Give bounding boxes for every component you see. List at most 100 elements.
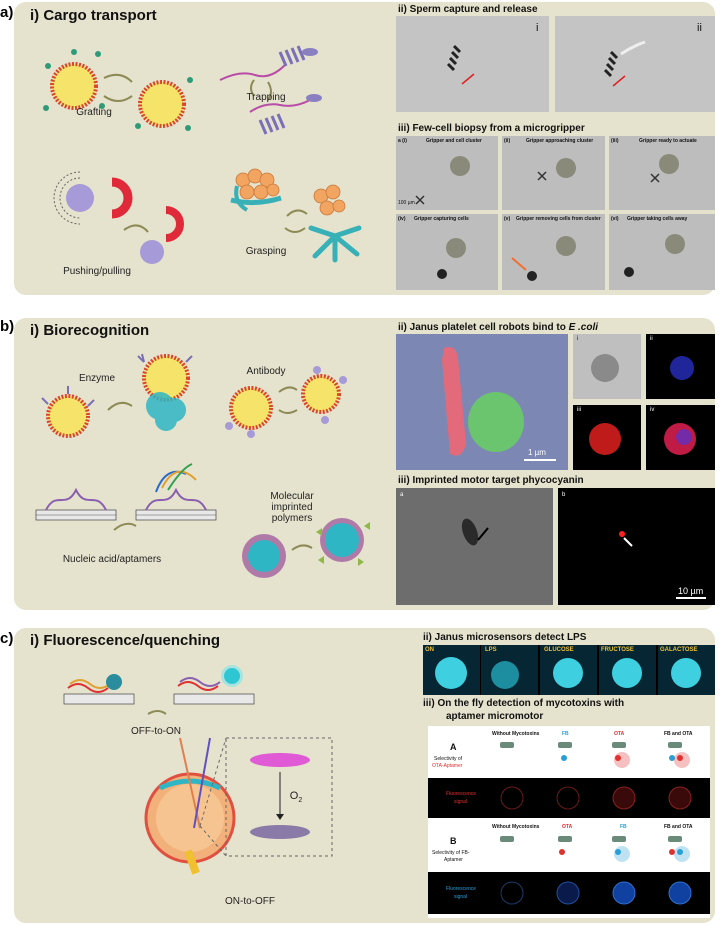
- biopsy-frame-2: (ii) Gripper approaching cluster: [502, 136, 605, 210]
- enzyme-label: Enzyme: [78, 373, 116, 384]
- motor-image-a: a: [396, 488, 553, 605]
- mip-diagram: [242, 518, 370, 578]
- grasping-diagram: [230, 168, 362, 263]
- liposome-left: [50, 62, 98, 110]
- panel-a-label: a): [0, 4, 14, 21]
- sperm-i-tag: i: [536, 22, 539, 34]
- imprinted-motor-title: iii) Imprinted motor target phycocyanin: [398, 475, 584, 486]
- lps-frame-2: LPS: [481, 645, 538, 695]
- colB-1: Without Mycotoxins: [492, 824, 540, 830]
- sperm-capture-title: ii) Sperm capture and release: [398, 4, 538, 15]
- motor-tag-b: b: [562, 492, 566, 498]
- biopsy-caption-5: Gripper removing cells from cluster: [516, 216, 601, 222]
- biopsy-scale: 100 µm: [398, 200, 415, 206]
- mycotoxin-table: A Without Mycotoxins FB OTA FB and OTA S…: [428, 726, 710, 918]
- row-b-tag: B: [450, 836, 457, 846]
- panel-b-label: b): [0, 318, 15, 335]
- biopsy-caption-4: Gripper capturing cells: [414, 216, 469, 222]
- grafting-diagram: [43, 49, 193, 131]
- grasping-label: Grasping: [245, 246, 287, 257]
- antibody-label: Antibody: [246, 366, 286, 377]
- biopsy-tag-4: (iv): [398, 216, 406, 222]
- row-b-signal: Fluorescence signal: [428, 872, 710, 914]
- fluor-tag-i: i: [577, 336, 579, 342]
- liposome-right: [138, 80, 186, 128]
- mycotoxin-title-1: iii) On the fly detection of mycotoxins …: [423, 698, 625, 709]
- lps-frame-1: ON: [423, 645, 480, 695]
- enzyme-diagram: [41, 353, 193, 438]
- lps-tag-galactose: GALACTOSE: [660, 647, 698, 653]
- biopsy-tag-2: (ii): [504, 138, 511, 144]
- fluor-b-1: Fluorescence: [446, 886, 477, 892]
- sem-image: 1 µm: [396, 334, 568, 470]
- biopsy-caption-2: Gripper approaching cluster: [526, 138, 594, 144]
- o2-label: O2: [289, 790, 303, 805]
- sem-scale: 1 µm: [528, 448, 546, 457]
- fluor-iii: iii: [573, 405, 641, 470]
- fluor-tag-iii: iii: [577, 407, 581, 413]
- biopsy-frame-4: (iv) Gripper capturing cells: [396, 214, 498, 290]
- lps-tag-lps: LPS: [485, 647, 497, 653]
- colA-4: FB and OTA: [664, 731, 693, 737]
- fluorescence-title: i) Fluorescence/quenching: [30, 632, 221, 649]
- biopsy-caption-6: Gripper taking cells away: [627, 216, 688, 222]
- sel-b-1: Selectivity of FB-: [432, 850, 470, 856]
- lps-title: ii) Janus microsensors detect LPS: [423, 632, 587, 643]
- biopsy-caption-3: Gripper ready to actuate: [639, 138, 697, 144]
- fluor-tag-ii: ii: [650, 336, 653, 342]
- ecoli-italic: E .coli: [568, 322, 599, 333]
- sel-b-2: Aptamer: [444, 857, 463, 863]
- substrate-left: [35, 509, 117, 521]
- biopsy-tag-5: (v): [504, 216, 511, 222]
- row-a-tag: A: [450, 742, 457, 752]
- mycotoxin-title-2: aptamer micromotor: [446, 711, 544, 722]
- row-a-motors: [500, 742, 690, 768]
- trapping-diagram: [219, 45, 322, 135]
- antibody-diagram: [225, 366, 347, 438]
- fluor-a-2: signal: [454, 799, 468, 805]
- on-off-label: ON-to-OFF: [225, 896, 275, 907]
- biopsy-frame-3: (iii) Gripper ready to actuate: [609, 136, 715, 210]
- pushing-pulling-label: Pushing/pulling: [63, 266, 131, 277]
- eye-diagram: [144, 737, 333, 875]
- lps-strip: ON LPS GLUCOSE FRUCTOSE GALACTOSE: [423, 645, 715, 695]
- trapping-label: Trapping: [246, 92, 286, 103]
- fluor-b-2: signal: [454, 894, 468, 900]
- fluor-a-1: Fluorescence: [446, 791, 477, 797]
- lps-frame-4: FRUCTOSE: [599, 645, 656, 695]
- lps-frame-3: GLUCOSE: [540, 645, 597, 695]
- row-b-motors: [500, 836, 690, 862]
- cargo-transport-title: i) Cargo transport: [30, 7, 157, 24]
- pushing-pulling-diagram: [53, 171, 184, 264]
- biopsy-title: iii) Few-cell biopsy from a microgripper: [398, 123, 585, 134]
- colA-1: Without Mycotoxins: [492, 731, 540, 737]
- lps-tag-on: ON: [425, 647, 434, 653]
- lps-tag-glucose: GLUCOSE: [544, 647, 574, 653]
- off-on-diagram: [63, 665, 255, 715]
- colB-4: FB and OTA: [664, 824, 693, 830]
- janus-platelet-title: ii) Janus platelet cell robots bind to E…: [398, 322, 599, 333]
- colA-2: FB: [562, 731, 569, 737]
- biopsy-tag-3: (iii): [611, 138, 619, 144]
- fluor-i: i: [573, 334, 641, 399]
- row-a-signal: Fluorescence signal: [428, 778, 710, 818]
- biopsy-frame-5: (v) Gripper removing cells from cluster: [502, 214, 605, 290]
- off-on-label: OFF-to-ON: [131, 726, 181, 737]
- biopsy-frame-1: a (i) Gripper and cell cluster 100 µm: [396, 136, 498, 210]
- fluor-tag-iv: iv: [650, 407, 655, 413]
- panel-c-label: c): [0, 630, 14, 647]
- fluor-iv: iv: [646, 405, 715, 470]
- biopsy-tag-1: a (i): [398, 138, 407, 144]
- motor-scale: 10 µm: [678, 586, 704, 596]
- sperm-image-i: i: [396, 16, 549, 112]
- nucleic-acid-label: Nucleic acid/aptamers: [62, 554, 162, 565]
- sperm-image-ii: ii: [555, 16, 715, 112]
- colB-2: OTA: [562, 824, 573, 830]
- sel-a-1: Selectivity of: [434, 756, 463, 762]
- lps-tag-fructose: FRUCTOSE: [601, 647, 634, 653]
- sel-a-2: OTA-Aptamer: [432, 763, 463, 769]
- nucleic-acid-diagram: [35, 463, 217, 531]
- substrate-right: [135, 509, 217, 521]
- lps-frame-5: GALACTOSE: [658, 645, 715, 695]
- biopsy-caption-1: Gripper and cell cluster: [426, 138, 482, 144]
